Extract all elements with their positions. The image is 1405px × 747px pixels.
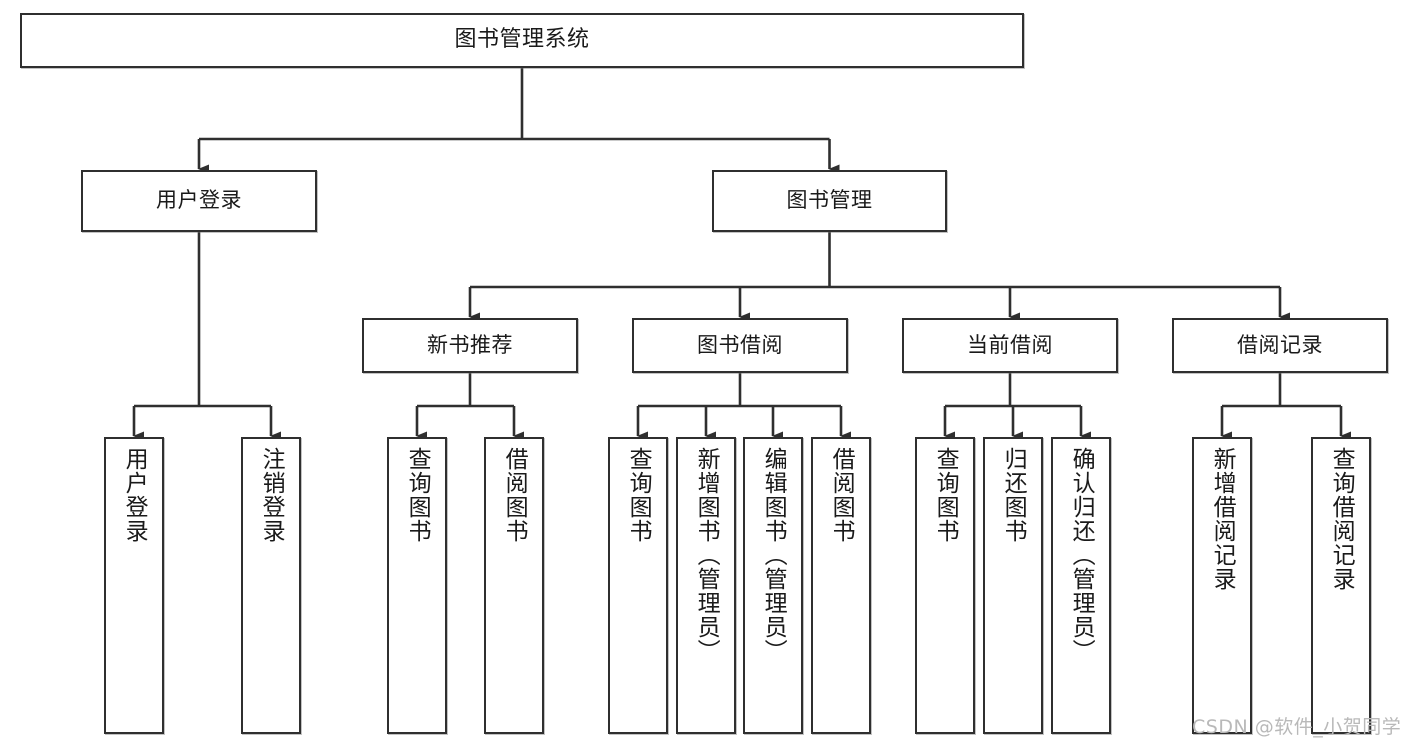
- node-label: 注销登录: [258, 447, 285, 543]
- node-l3-new[interactable]: 新书推荐: [362, 318, 578, 373]
- node-label: 查询图书: [932, 447, 959, 543]
- node-label: 查询借阅记录: [1328, 447, 1355, 591]
- node-label: 新书推荐: [427, 332, 513, 357]
- node-leaf-new-borrow[interactable]: 借阅图书: [484, 437, 544, 734]
- node-label: 编辑图书（管理员）: [760, 447, 787, 663]
- node-leaf-c-query[interactable]: 查询图书: [915, 437, 975, 734]
- node-leaf-c-return[interactable]: 归还图书: [983, 437, 1043, 734]
- node-l3-record[interactable]: 借阅记录: [1172, 318, 1388, 373]
- node-label: 借阅记录: [1237, 332, 1323, 357]
- edges: [132, 68, 1351, 441]
- node-label: 图书借阅: [697, 332, 783, 357]
- node-l2-book[interactable]: 图书管理: [712, 170, 947, 232]
- node-label: 图书管理系统: [454, 27, 590, 53]
- node-label: 新增图书（管理员）: [693, 447, 720, 663]
- node-leaf-r-add[interactable]: 新增借阅记录: [1192, 437, 1252, 734]
- node-leaf-b-add[interactable]: 新增图书（管理员）: [676, 437, 736, 734]
- node-label: 归还图书: [1000, 447, 1027, 543]
- node-label: 借阅图书: [501, 447, 528, 543]
- node-label: 借阅图书: [828, 447, 855, 543]
- node-label: 查询图书: [625, 447, 652, 543]
- node-leaf-new-query[interactable]: 查询图书: [387, 437, 447, 734]
- node-leaf-r-query[interactable]: 查询借阅记录: [1311, 437, 1371, 734]
- node-label: 新增借阅记录: [1209, 447, 1236, 591]
- node-label: 确认归还（管理员）: [1068, 447, 1095, 663]
- node-root[interactable]: 图书管理系统: [20, 13, 1024, 68]
- node-leaf-c-confirm[interactable]: 确认归还（管理员）: [1051, 437, 1111, 734]
- node-l2-user[interactable]: 用户登录: [81, 170, 317, 232]
- node-label: 查询图书: [404, 447, 431, 543]
- node-l3-borrow[interactable]: 图书借阅: [632, 318, 848, 373]
- node-label: 图书管理: [786, 188, 873, 213]
- node-leaf-b-edit[interactable]: 编辑图书（管理员）: [743, 437, 803, 734]
- node-label: 用户登录: [156, 188, 242, 213]
- node-leaf-b-borrow[interactable]: 借阅图书: [811, 437, 871, 734]
- node-label: 当前借阅: [967, 332, 1053, 357]
- node-leaf-b-query[interactable]: 查询图书: [608, 437, 668, 734]
- node-l3-current[interactable]: 当前借阅: [902, 318, 1118, 373]
- node-leaf-user-logout[interactable]: 注销登录: [241, 437, 301, 734]
- node-label: 用户登录: [121, 447, 148, 543]
- csdn-watermark: CSDN @软件_小贺同学: [1192, 716, 1402, 738]
- node-leaf-user-login[interactable]: 用户登录: [104, 437, 164, 734]
